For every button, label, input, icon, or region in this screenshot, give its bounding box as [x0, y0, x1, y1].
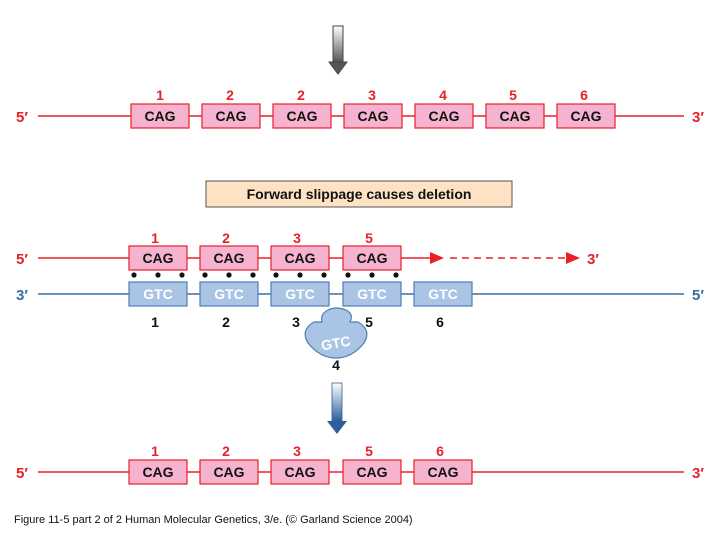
middle-top-number: 3 — [293, 230, 301, 246]
middle-top-number: 1 — [151, 230, 159, 246]
svg-text:CAG: CAG — [144, 108, 175, 124]
product-strand-3prime: 3′ — [692, 465, 704, 482]
svg-text:CAG: CAG — [570, 108, 601, 124]
svg-text:GTC: GTC — [285, 286, 315, 302]
gtc-codon-box: GTC — [128, 281, 188, 307]
middle-bottom-number: 1 — [151, 314, 159, 330]
loop-codon: GTC — [320, 333, 352, 354]
down-arrow-gray-icon — [328, 25, 348, 75]
middle-top-3prime: 3′ — [587, 251, 599, 268]
top-strand-5prime: 5′ — [16, 109, 28, 126]
cag-codon-box: CAG — [413, 459, 473, 485]
cag-codon-box: CAG — [556, 103, 616, 129]
cag-codon-box: CAG — [199, 245, 259, 271]
cag-codon-box: CAG — [128, 459, 188, 485]
cag-codon-box: CAG — [272, 103, 332, 129]
cag-codon-box: CAG — [270, 459, 330, 485]
svg-text:CAG: CAG — [356, 250, 387, 266]
middle-bottom-number: 5 — [365, 314, 373, 330]
middle-bottom-5prime: 5′ — [692, 287, 704, 304]
svg-text:CAG: CAG — [284, 250, 315, 266]
cag-codon-box: CAG — [128, 245, 188, 271]
svg-text:CAG: CAG — [142, 464, 173, 480]
svg-text:CAG: CAG — [499, 108, 530, 124]
svg-text:CAG: CAG — [286, 108, 317, 124]
top-repeat-number: 5 — [509, 87, 517, 103]
svg-text:CAG: CAG — [215, 108, 246, 124]
product-strand-5prime: 5′ — [16, 465, 28, 482]
svg-text:GTC: GTC — [357, 286, 387, 302]
product-repeat-number: 5 — [365, 443, 373, 459]
svg-text:CAG: CAG — [427, 464, 458, 480]
middle-top-number: 2 — [222, 230, 230, 246]
svg-text:GTC: GTC — [214, 286, 244, 302]
nascent-strand-arrowhead — [430, 252, 444, 264]
svg-text:CAG: CAG — [356, 464, 387, 480]
svg-text:GTC: GTC — [428, 286, 458, 302]
cag-codon-box: CAG — [342, 459, 402, 485]
cag-codon-box: CAG — [342, 245, 402, 271]
cag-codon-box: CAG — [343, 103, 403, 129]
top-repeat-number: 6 — [580, 87, 588, 103]
slipped-duplex: 5′ 3′ 1 2 3 5 CAG CAG CAG CAG 3′ 5′ GTC … — [16, 230, 704, 373]
product-repeat-number: 6 — [436, 443, 444, 459]
svg-text:CAG: CAG — [284, 464, 315, 480]
middle-top-5prime: 5′ — [16, 251, 28, 268]
svg-text:CAG: CAG — [142, 250, 173, 266]
svg-text:CAG: CAG — [213, 250, 244, 266]
loop-number: 4 — [332, 357, 340, 373]
cag-codon-box: CAG — [270, 245, 330, 271]
svg-text:GTC: GTC — [143, 286, 173, 302]
cag-codon-box: CAG — [199, 459, 259, 485]
product-repeat-number: 3 — [293, 443, 301, 459]
loop-out-gtc: GTC — [304, 307, 368, 359]
cag-codon-box: CAG — [130, 103, 190, 129]
middle-bottom-number: 6 — [436, 314, 444, 330]
gtc-codon-box: GTC — [270, 281, 330, 307]
svg-text:CAG: CAG — [428, 108, 459, 124]
svg-text:CAG: CAG — [357, 108, 388, 124]
caption-box: Forward slippage causes deletion — [205, 180, 513, 208]
top-repeat-number: 2 — [226, 87, 234, 103]
cag-codon-box: CAG — [201, 103, 261, 129]
nascent-strand-dashed-arrowhead — [566, 252, 580, 264]
base-pair-dots — [131, 272, 399, 278]
product-repeat-number: 2 — [222, 443, 230, 459]
middle-bottom-number: 2 — [222, 314, 230, 330]
middle-bottom-number: 3 — [292, 314, 300, 330]
caption-text: Forward slippage causes deletion — [247, 186, 472, 202]
svg-text:CAG: CAG — [213, 464, 244, 480]
top-repeat-number: 3 — [368, 87, 376, 103]
down-arrow-blue-icon — [327, 382, 347, 434]
cag-codon-box: CAG — [414, 103, 474, 129]
middle-top-number: 5 — [365, 230, 373, 246]
top-strand-3prime: 3′ — [692, 109, 704, 126]
gtc-codon-box: GTC — [199, 281, 259, 307]
gtc-codon-box: GTC — [413, 281, 473, 307]
figure-footer: Figure 11-5 part 2 of 2 Human Molecular … — [14, 514, 413, 526]
top-repeat-number: 1 — [156, 87, 164, 103]
top-repeat-number: 2 — [297, 87, 305, 103]
deletion-product-strand: 5′ 3′ 1 2 3 5 6 CAG CAG CAG CAG CAG — [16, 443, 704, 485]
product-repeat-number: 1 — [151, 443, 159, 459]
cag-codon-box: CAG — [485, 103, 545, 129]
top-repeat-number: 4 — [439, 87, 447, 103]
middle-bottom-3prime: 3′ — [16, 287, 28, 304]
gtc-codon-box: GTC — [342, 281, 402, 307]
top-strand: 5′ 3′ 1 2 2 3 4 5 6 CAG CAG CAG CAG CAG … — [16, 87, 704, 129]
